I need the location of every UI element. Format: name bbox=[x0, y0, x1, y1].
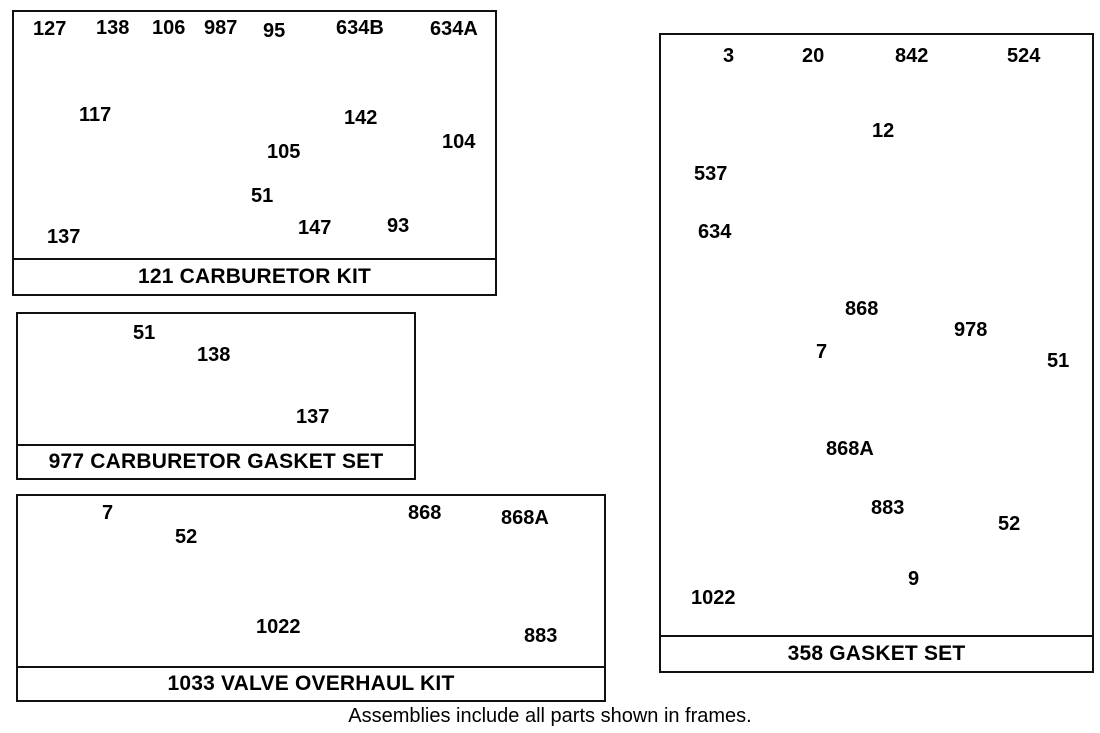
valve-overhaul-kit-title: 1033 VALVE OVERHAUL KIT bbox=[18, 666, 604, 700]
part-label-868: 868 bbox=[408, 502, 442, 524]
part-label-12: 12 bbox=[872, 120, 895, 142]
part-label-7: 7 bbox=[102, 502, 114, 524]
part-label-105: 105 bbox=[267, 141, 301, 163]
part-label-147: 147 bbox=[298, 217, 332, 239]
part-label-51: 51 bbox=[133, 322, 156, 344]
part-label-138: 138 bbox=[96, 17, 130, 39]
part-label-104: 104 bbox=[442, 131, 476, 153]
part-label-9: 9 bbox=[908, 568, 920, 590]
part-label-842: 842 bbox=[895, 45, 929, 67]
carburetor-kit-title: 121 CARBURETOR KIT bbox=[14, 258, 495, 294]
part-label-142: 142 bbox=[344, 107, 378, 129]
part-label-1022: 1022 bbox=[691, 587, 736, 609]
part-label-117: 117 bbox=[79, 104, 112, 126]
part-label-524: 524 bbox=[1007, 45, 1041, 67]
part-label-52: 52 bbox=[998, 513, 1021, 535]
carburetor-kit-frame: 121 CARBURETOR KIT bbox=[12, 10, 497, 296]
part-label-634a: 634A bbox=[430, 18, 478, 40]
gasket-set-title: 358 GASKET SET bbox=[661, 635, 1092, 671]
part-label-20: 20 bbox=[802, 45, 825, 67]
gasket-set-frame: 358 GASKET SET bbox=[659, 33, 1094, 673]
part-label-1022: 1022 bbox=[256, 616, 301, 638]
part-label-883: 883 bbox=[871, 497, 905, 519]
part-label-127: 127 bbox=[33, 18, 67, 40]
part-label-883: 883 bbox=[524, 625, 558, 647]
carburetor-gasket-set-title: 977 CARBURETOR GASKET SET bbox=[18, 444, 414, 478]
part-label-537: 537 bbox=[694, 163, 728, 185]
part-label-7: 7 bbox=[816, 341, 828, 363]
part-label-52: 52 bbox=[175, 526, 198, 548]
part-label-51: 51 bbox=[251, 185, 274, 207]
part-label-137: 137 bbox=[47, 226, 81, 248]
part-label-978: 978 bbox=[954, 319, 988, 341]
part-label-137: 137 bbox=[296, 406, 330, 428]
part-label-93: 93 bbox=[387, 215, 410, 237]
part-label-106: 106 bbox=[152, 17, 186, 39]
part-label-634: 634 bbox=[698, 221, 732, 243]
part-label-3: 3 bbox=[723, 45, 735, 67]
part-label-138: 138 bbox=[197, 344, 231, 366]
part-label-987: 987 bbox=[204, 17, 238, 39]
assemblies-note: Assemblies include all parts shown in fr… bbox=[348, 705, 752, 727]
part-label-868a: 868A bbox=[826, 438, 874, 460]
part-label-51: 51 bbox=[1047, 350, 1070, 372]
part-label-95: 95 bbox=[263, 20, 286, 42]
part-label-868a: 868A bbox=[501, 507, 549, 529]
valve-overhaul-kit-frame: 1033 VALVE OVERHAUL KIT bbox=[16, 494, 606, 702]
part-label-868: 868 bbox=[845, 298, 879, 320]
carburetor-gasket-set-frame: 977 CARBURETOR GASKET SET bbox=[16, 312, 416, 480]
part-label-634b: 634B bbox=[336, 17, 384, 39]
